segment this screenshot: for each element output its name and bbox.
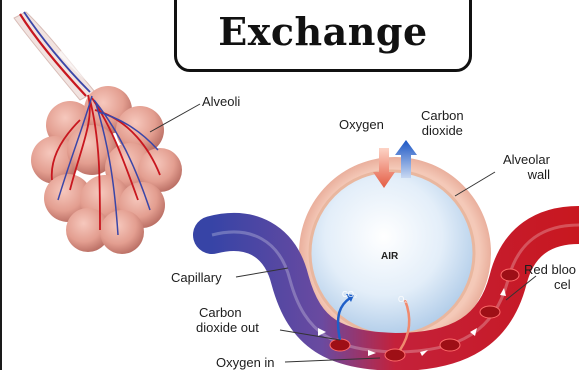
label-alveoli: Alveoli	[202, 94, 240, 109]
label-alveolar-wall: Alveolar wall	[503, 152, 550, 182]
label-oxygen: Oxygen	[339, 117, 384, 132]
alveoli-cluster	[14, 12, 182, 254]
red-blood-cell	[480, 306, 500, 318]
label-red-blood-cell: Red bloo cel	[524, 262, 576, 292]
label-carbon-dioxide: Carbon dioxide	[421, 108, 464, 138]
label-capillary: Capillary	[171, 270, 222, 285]
red-blood-cell	[440, 339, 460, 351]
red-blood-cell	[330, 339, 350, 351]
label-oxygen-in: Oxygen in	[216, 355, 275, 370]
label-air: AIR	[381, 249, 398, 264]
o2-marker: O₂	[398, 292, 407, 307]
red-blood-cell	[385, 349, 405, 361]
red-blood-cell	[501, 269, 519, 281]
label-carbon-dioxide-out: Carbon dioxide out	[196, 305, 259, 335]
co2-marker: CO₂	[342, 287, 357, 302]
